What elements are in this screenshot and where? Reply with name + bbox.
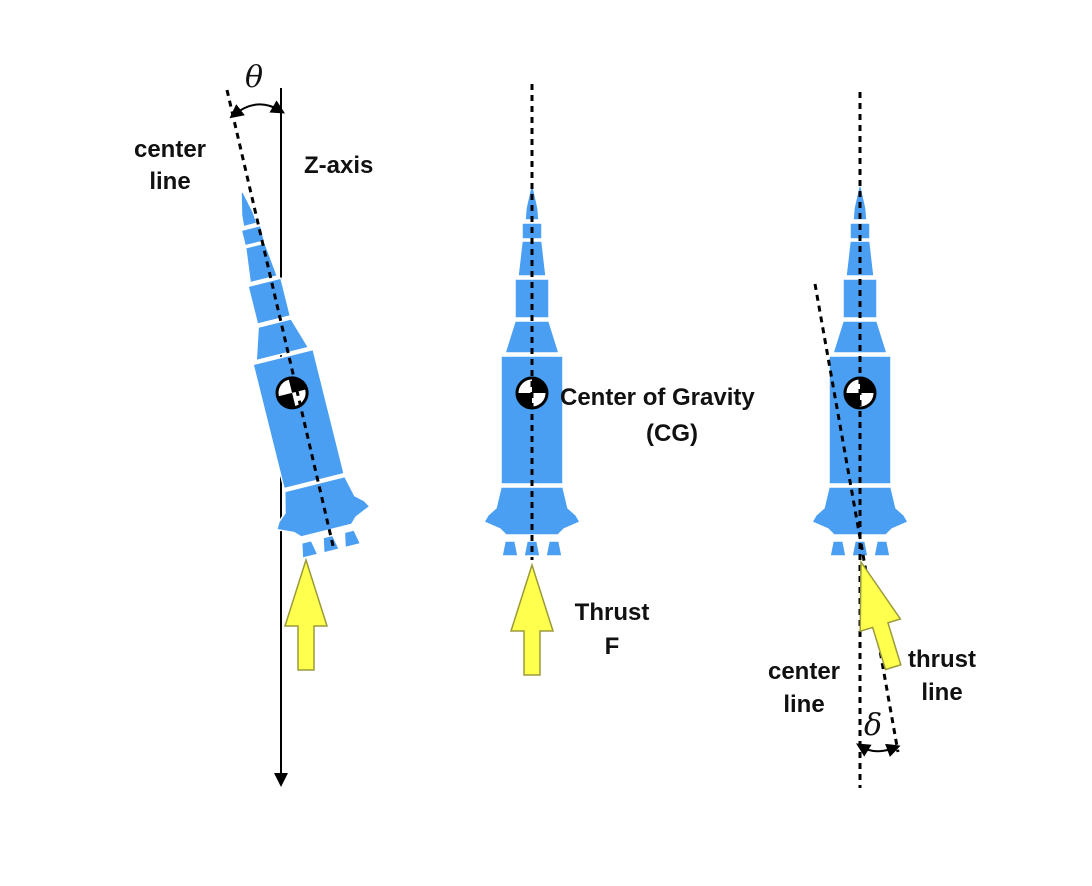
delta-symbol: δ bbox=[864, 708, 882, 743]
panel-tilted: θ center line Z-axis bbox=[134, 60, 380, 787]
thrust-line-label-line2: line bbox=[921, 679, 962, 706]
thrust-line-label-line1: thrust bbox=[908, 646, 976, 673]
thrust-arrow-upright bbox=[510, 564, 554, 676]
theta-symbol: θ bbox=[245, 60, 263, 95]
center-line-tilted bbox=[225, 89, 336, 551]
center-line-label-line2: line bbox=[783, 691, 824, 718]
thrust-label-line2: F bbox=[605, 633, 620, 660]
delta-arc bbox=[856, 743, 901, 757]
thrust-line-gimbaled bbox=[813, 283, 900, 753]
center-line-label-line1: center bbox=[134, 136, 206, 163]
cg-label-line2: (CG) bbox=[646, 420, 698, 447]
thrust-arrow-tilted bbox=[284, 559, 328, 671]
theta-arc bbox=[229, 100, 286, 119]
thrust-label-line1: Thrust bbox=[575, 599, 650, 626]
center-line-label-line2: line bbox=[149, 168, 190, 195]
center-line-label-line1: center bbox=[768, 658, 840, 685]
cg-label-line1: Center of Gravity bbox=[560, 384, 755, 411]
z-axis-label: Z-axis bbox=[304, 152, 373, 179]
panel-upright: Center of Gravity (CG) Thrust F bbox=[482, 84, 755, 676]
rocket-tilted bbox=[193, 178, 380, 565]
panel-gimbaled: δ center line thrust line bbox=[768, 92, 976, 788]
thrust-arrow-gimbaled bbox=[840, 555, 914, 675]
